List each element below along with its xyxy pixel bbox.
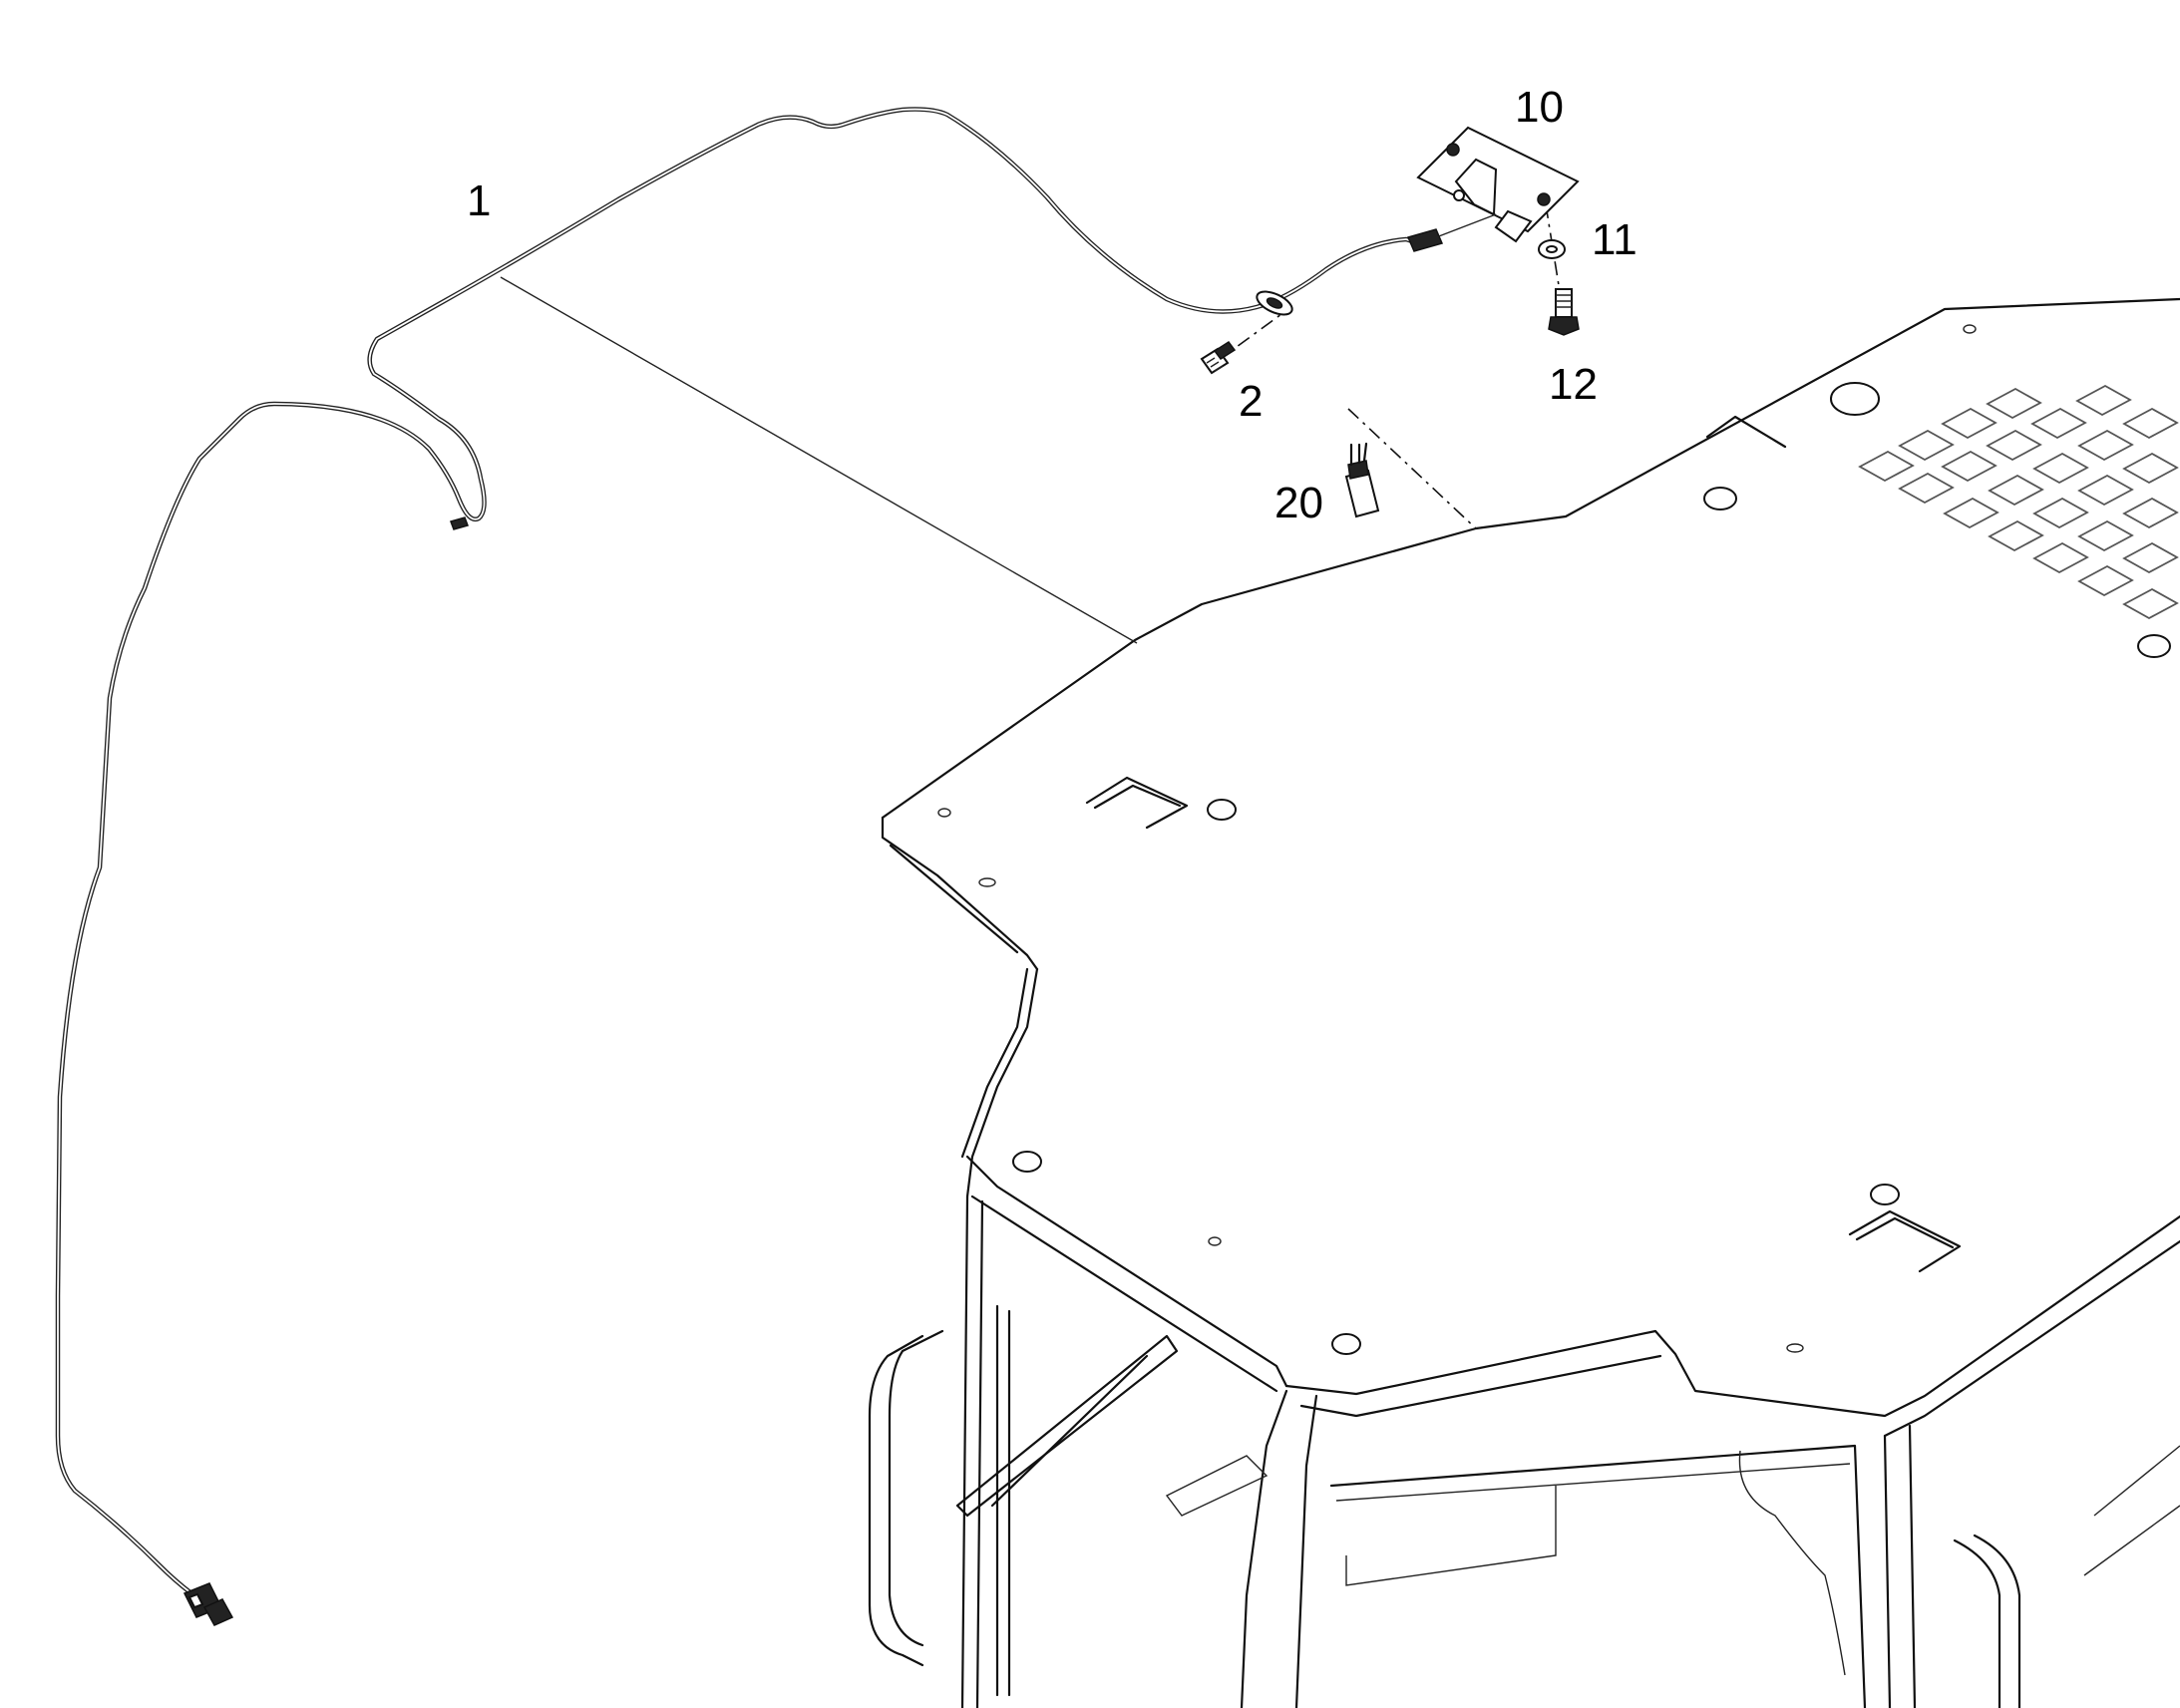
cab-roof [868, 297, 2180, 1708]
bracket-item-10 [1416, 126, 1580, 243]
sensor-item-20 [1344, 442, 1380, 518]
callout-item-12: 12 [1549, 360, 1598, 409]
screw-item-12 [1548, 288, 1580, 336]
leader-line-item-1 [500, 276, 1138, 644]
wiring-harness [55, 107, 1444, 1626]
harness-grommet [1256, 290, 1293, 316]
centerline-item-20 [1347, 408, 1477, 529]
callout-item-1: 1 [467, 176, 492, 225]
harness-connector [182, 1582, 234, 1626]
callout-item-10: 10 [1515, 83, 1564, 132]
callout-item-2: 2 [1239, 377, 1264, 426]
callout-item-20: 20 [1274, 479, 1323, 527]
callout-item-11: 11 [1592, 215, 1637, 264]
washer-item-11 [1538, 239, 1566, 259]
screw-item-2 [1200, 340, 1237, 375]
